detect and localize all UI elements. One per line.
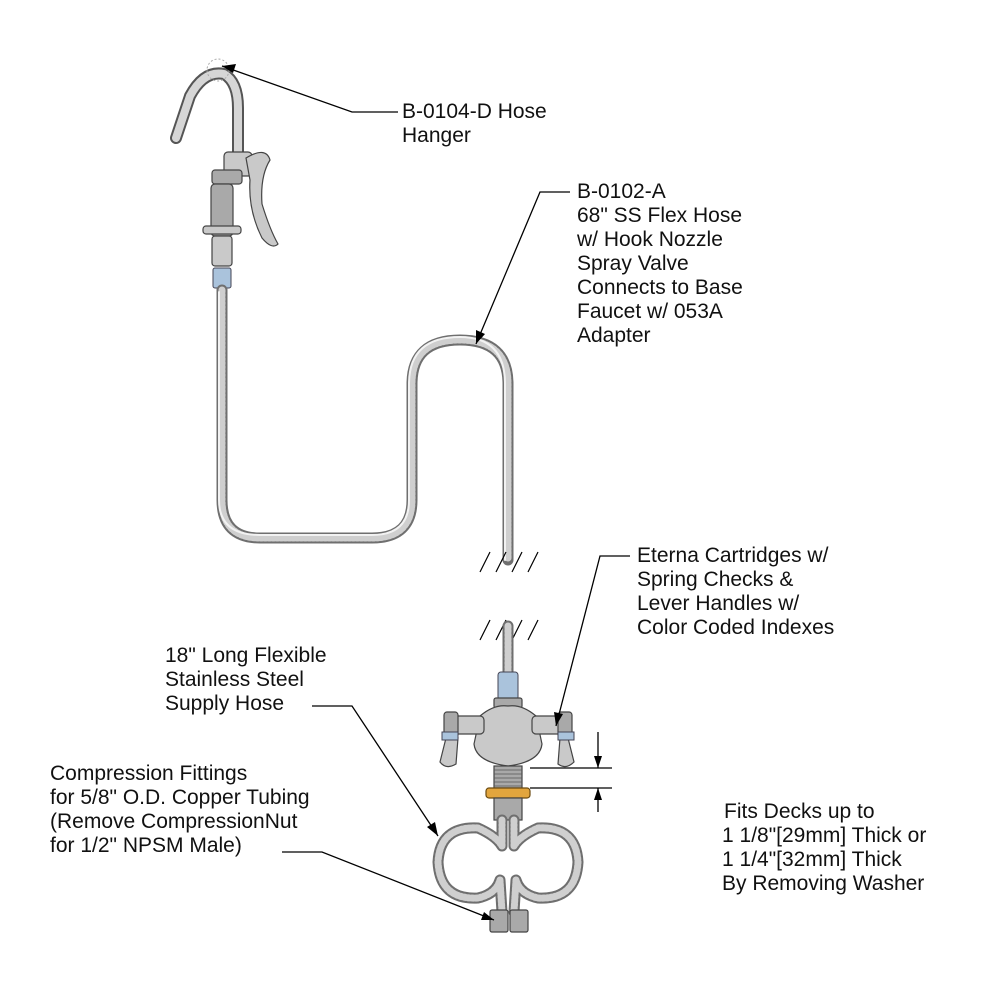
base-faucet [439,671,575,821]
label-deck-thickness: Fits Decks up to 1 1/8"[29mm] Thick or 1… [722,800,927,895]
deck-dimension [530,732,612,812]
supply-hoses [432,814,584,933]
hose-hanger-and-spray-valve [170,58,279,289]
label-cartridges: Eterna Cartridges w/ Spring Checks & Lev… [637,544,835,639]
label-flex-hose: B-0102-A 68" SS Flex Hose w/ Hook Nozzle… [577,180,743,347]
label-hose-hanger: B-0104-D Hose Hanger [402,100,547,147]
label-supply-hose: 18" Long Flexible Stainless Steel Supply… [165,644,327,715]
flex-hose [216,284,514,566]
label-compression-fittings: Compression Fittings for 5/8" O.D. Coppe… [50,762,310,857]
leader-lines [221,64,630,921]
break-marks [479,551,539,641]
